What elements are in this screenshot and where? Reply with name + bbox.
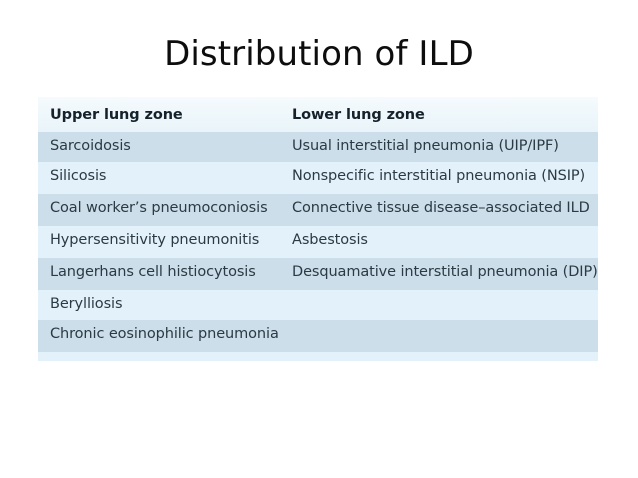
cell-lower-lung-zone: Nonspecific interstitial pneumonia (NSIP… (280, 162, 598, 194)
cell-lower-lung-zone: Desquamative interstitial pneumonia (DIP… (280, 258, 598, 290)
table-row: Sarcoidosis Usual interstitial pneumonia… (38, 132, 598, 162)
cell-upper-lung-zone: Chronic eosinophilic pneumonia (38, 320, 280, 352)
table-row: Silicosis Nonspecific interstitial pneum… (38, 162, 598, 194)
table-row: Coal worker’s pneumoconiosis Connective … (38, 194, 598, 226)
cell-lower-lung-zone (280, 290, 598, 320)
cell-lower-lung-zone: Connective tissue disease–associated ILD (280, 194, 598, 226)
table-row: Chronic eosinophilic pneumonia (38, 320, 598, 352)
column-header-lower-lung-zone: Lower lung zone (280, 97, 598, 132)
cell-upper-lung-zone: Coal worker’s pneumoconiosis (38, 194, 280, 226)
cell-lower-lung-zone (280, 320, 598, 352)
cell-lower-lung-zone: Usual interstitial pneumonia (UIP/IPF) (280, 132, 598, 162)
table-row: Hypersensitivity pneumonitis Asbestosis (38, 226, 598, 258)
ild-distribution-table-container: Upper lung zone Lower lung zone Sarcoido… (38, 97, 598, 361)
table-header-row: Upper lung zone Lower lung zone (38, 97, 598, 132)
ild-distribution-table: Upper lung zone Lower lung zone Sarcoido… (38, 97, 598, 352)
table-body: Sarcoidosis Usual interstitial pneumonia… (38, 132, 598, 352)
table-row: Langerhans cell histiocytosis Desquamati… (38, 258, 598, 290)
table-bottom-edge (38, 352, 598, 361)
cell-upper-lung-zone: Berylliosis (38, 290, 280, 320)
cell-upper-lung-zone: Silicosis (38, 162, 280, 194)
cell-upper-lung-zone: Sarcoidosis (38, 132, 280, 162)
table-header: Upper lung zone Lower lung zone (38, 97, 598, 132)
column-header-upper-lung-zone: Upper lung zone (38, 97, 280, 132)
cell-lower-lung-zone: Asbestosis (280, 226, 598, 258)
cell-upper-lung-zone: Langerhans cell histiocytosis (38, 258, 280, 290)
table-row: Berylliosis (38, 290, 598, 320)
cell-upper-lung-zone: Hypersensitivity pneumonitis (38, 226, 280, 258)
page-title: Distribution of ILD (164, 34, 474, 74)
